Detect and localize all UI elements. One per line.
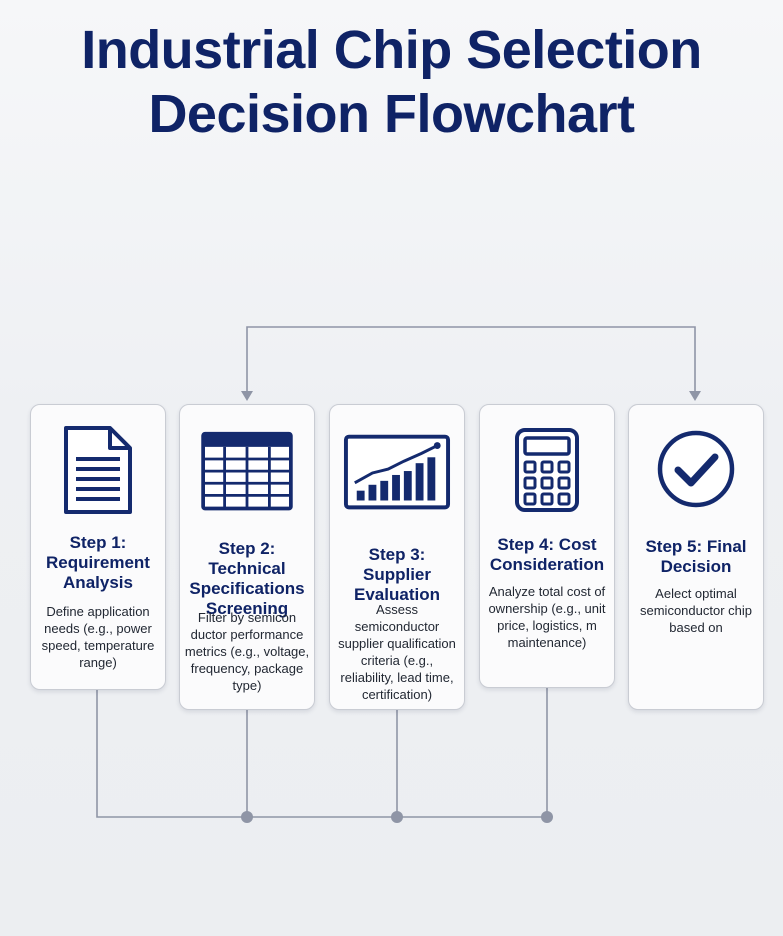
step-1-title: Step 1: Requirement Analysis [46,533,150,592]
step-5-title: Step 5: Final Decision [645,537,747,576]
document-icon [64,426,132,514]
step-card-5: Step 5: Final Decision Aelect optimal se… [628,404,764,710]
bar-chart-icon [343,434,451,510]
step-card-1: Step 1: Requirement Analysis Define appl… [30,404,166,690]
step-2-title: Step 2: Technical Specifications Screeni… [189,539,305,618]
step-4-title: Step 4: Cost Consideration [489,535,605,574]
step-card-4: Step 4: Cost Consideration Analyze total… [479,404,615,688]
table-icon [201,431,293,511]
step-card-3: Step 3: Supplier Evaluation Assess semic… [329,404,465,710]
step-2-description: Filter by semicon ductor performance met… [184,610,310,693]
junction-dot-3 [541,811,553,823]
arrow-into-step-5 [689,391,701,401]
page-title-line-2: Decision Flowchart [148,84,635,144]
calculator-icon [515,428,579,512]
step-3-title: Step 3: Supplier Evaluation [354,545,440,604]
step-card-2: Step 2: Technical Specifications Screeni… [179,404,315,710]
step-1-description: Define application needs (e.g., power sp… [41,604,155,670]
step-3-description: Assess semiconductor supplier qualificat… [338,602,456,702]
check-circle-icon [657,430,735,508]
bottom-bus-connector [96,690,547,818]
junction-dot-2 [391,811,403,823]
step-4-description: Analyze total cost of ownership (e.g., u… [488,584,606,650]
junction-dot-1 [241,811,253,823]
step-5-description: Aelect optimal semiconductor chip based … [640,586,752,635]
page-title: Industrial Chip Selection Decision Flowc… [0,18,783,146]
arrow-into-step-2 [241,391,253,401]
top-feedback-connector [246,326,696,399]
page-title-line-1: Industrial Chip Selection [81,20,702,80]
